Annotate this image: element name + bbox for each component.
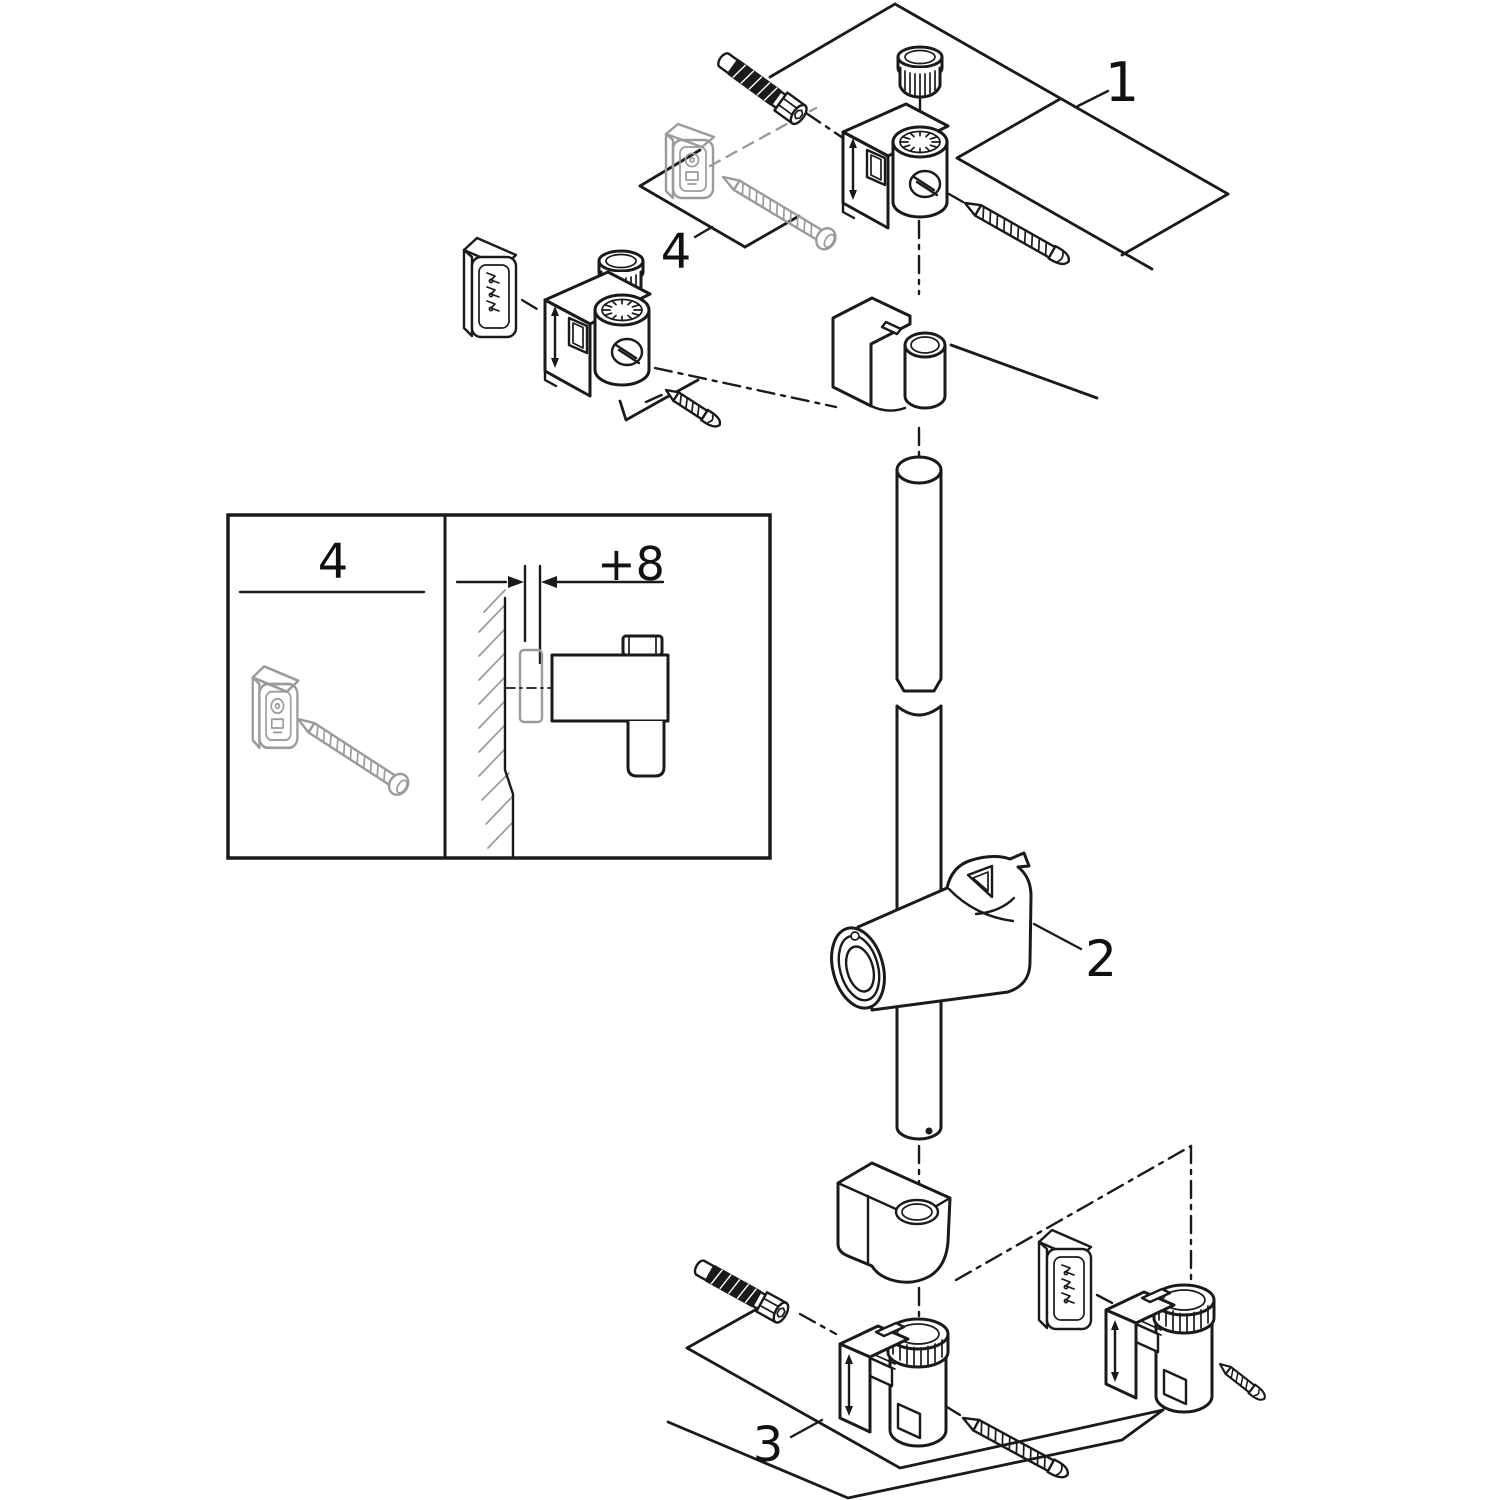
bottom-bracket-center — [838, 1317, 950, 1448]
wall-bracket-top — [841, 102, 950, 230]
part-label-1: 1 — [1105, 51, 1139, 114]
wood-screw-top — [960, 195, 1074, 269]
inset-dimension-label: +8 — [597, 537, 665, 591]
glide-slider — [830, 851, 1033, 1012]
hex-bolt-bottom — [690, 1254, 793, 1327]
wall-plate-left — [462, 236, 518, 339]
callouts: 1 2 3 4 4 +8 — [318, 51, 1139, 1473]
part-label-4: 4 — [661, 224, 692, 280]
detail-inset — [226, 513, 772, 860]
hex-bolt-top — [712, 47, 811, 128]
small-screw-bottom — [1215, 1358, 1269, 1404]
part-label-3: 3 — [753, 1417, 784, 1473]
cap-top — [896, 45, 944, 99]
rail-tube — [895, 455, 943, 1141]
wall-hatching — [478, 589, 514, 849]
inset-step-label: 4 — [318, 534, 349, 590]
centerlines — [520, 94, 1193, 1417]
bottom-bracket-right — [1104, 1283, 1216, 1414]
bottom-elbow-cover — [836, 1161, 952, 1284]
wall-plate-bottom — [1037, 1228, 1093, 1331]
part-label-2: 2 — [1085, 930, 1117, 988]
small-screw-left — [661, 383, 725, 432]
rail-clamp-cover — [831, 296, 947, 412]
wall-plug-top — [664, 122, 716, 200]
wall-bracket-left — [543, 270, 652, 398]
